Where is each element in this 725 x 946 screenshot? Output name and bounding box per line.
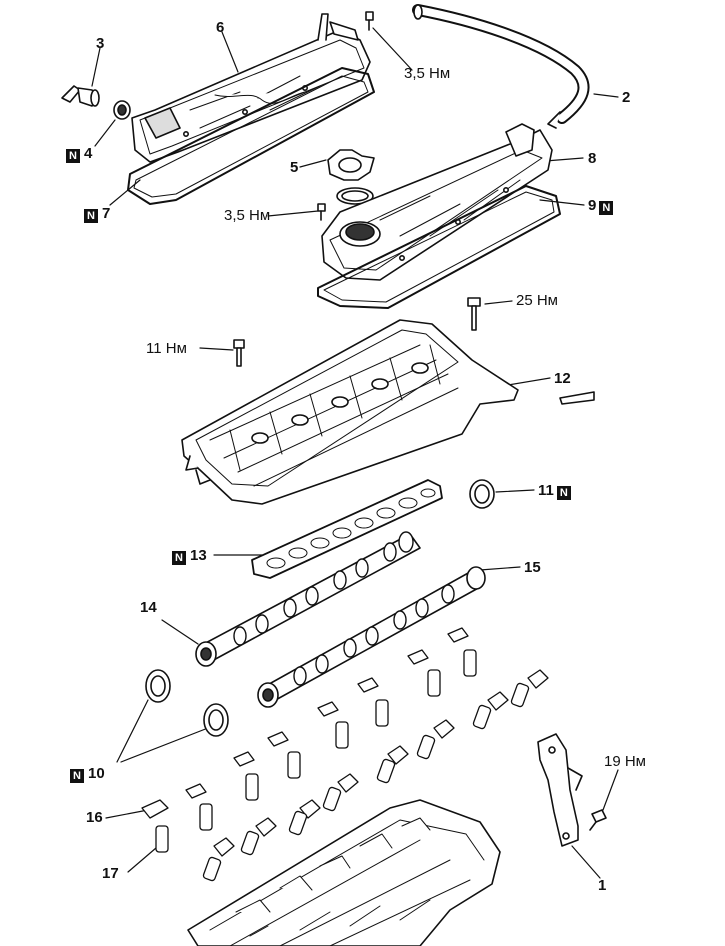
rocker-arm-row-1 [141, 627, 469, 819]
callout-13-text: 13 [190, 547, 207, 564]
callout-8: 8 [588, 151, 596, 166]
torque-label-4: 11 Нм [146, 341, 187, 356]
torque-value-4: 11 Нм [146, 340, 187, 357]
camshaft-carrier [181, 319, 519, 505]
grommet [113, 100, 131, 120]
new-part-badge: N [172, 551, 186, 565]
callout-1-text: 1 [598, 877, 607, 894]
callout-13: N 13 [172, 548, 207, 565]
right-cover-gasket [317, 185, 561, 309]
callout-10: N 10 [70, 766, 105, 783]
torque-label-1: 3,5 Нм [404, 66, 450, 81]
callout-8-text: 8 [588, 150, 597, 167]
bolt-11nm [233, 339, 245, 367]
callout-7-text: 7 [102, 205, 111, 222]
torque-value-3: 25 Нм [516, 292, 558, 309]
callout-9-text: 9 [588, 197, 597, 214]
callout-10-text: 10 [88, 765, 105, 782]
callout-4-text: 4 [84, 145, 93, 162]
new-part-badge: N [66, 149, 80, 163]
callout-11-text: 11 [538, 482, 554, 499]
torque-label-5: 19 Нм [604, 754, 646, 769]
oil-filler-cap [327, 149, 375, 205]
camshaft-intake [257, 566, 486, 708]
small-bolt-top [365, 11, 374, 31]
lifter-row-2 [202, 682, 530, 882]
lifter-row-1 [155, 649, 477, 853]
callout-15: 15 [524, 560, 541, 575]
torque-value-2: 3,5 Нм [224, 207, 271, 224]
new-part-badge: N [599, 201, 614, 215]
new-part-badge: N [70, 769, 84, 783]
callout-3-text: 3 [96, 35, 105, 52]
intake-gasket [251, 479, 443, 579]
callout-17: 17 [102, 866, 119, 881]
torque-label-2: 3,5 Нм [224, 208, 270, 223]
left-valve-cover [131, 13, 371, 163]
callout-6: 6 [216, 20, 224, 35]
new-part-badge: N [556, 486, 571, 500]
callout-2-text: 2 [622, 89, 631, 106]
callout-12: 12 [554, 371, 571, 386]
callout-1: 1 [598, 878, 606, 893]
callout-2: 2 [622, 90, 630, 105]
dowel-pin [559, 391, 595, 405]
cylinder-head [187, 799, 501, 946]
torque-value-1: 3,5 Нм [404, 65, 451, 82]
bracket [537, 733, 583, 847]
callout-14: 14 [140, 600, 157, 615]
callout-12-text: 12 [554, 370, 571, 387]
callout-16-text: 16 [86, 809, 103, 826]
breather-hose [412, 4, 590, 129]
callout-5: 5 [290, 160, 298, 175]
rocker-arms-and-lifters [141, 627, 549, 882]
new-part-badge: N [84, 209, 98, 223]
small-bolt-middle [317, 203, 326, 221]
bolt-19nm [589, 809, 607, 831]
callout-17-text: 17 [102, 865, 119, 882]
camshaft-oil-seals [145, 669, 229, 737]
breather-fitting [61, 85, 100, 107]
torque-label-3: 25 Нм [516, 293, 558, 308]
camshaft-exhaust [195, 531, 421, 667]
callout-3: 3 [96, 36, 104, 51]
leader-lines [91, 27, 619, 879]
bolt-25nm [467, 297, 481, 331]
left-cover-gasket [127, 67, 375, 205]
callout-6-text: 6 [216, 19, 225, 36]
callout-14-text: 14 [140, 599, 157, 616]
front-seal [469, 479, 495, 509]
callout-15-text: 15 [524, 559, 541, 576]
right-valve-cover [321, 123, 553, 281]
torque-value-5: 19 Нм [604, 753, 646, 770]
callout-5-text: 5 [290, 159, 299, 176]
callout-16: 16 [86, 810, 103, 825]
